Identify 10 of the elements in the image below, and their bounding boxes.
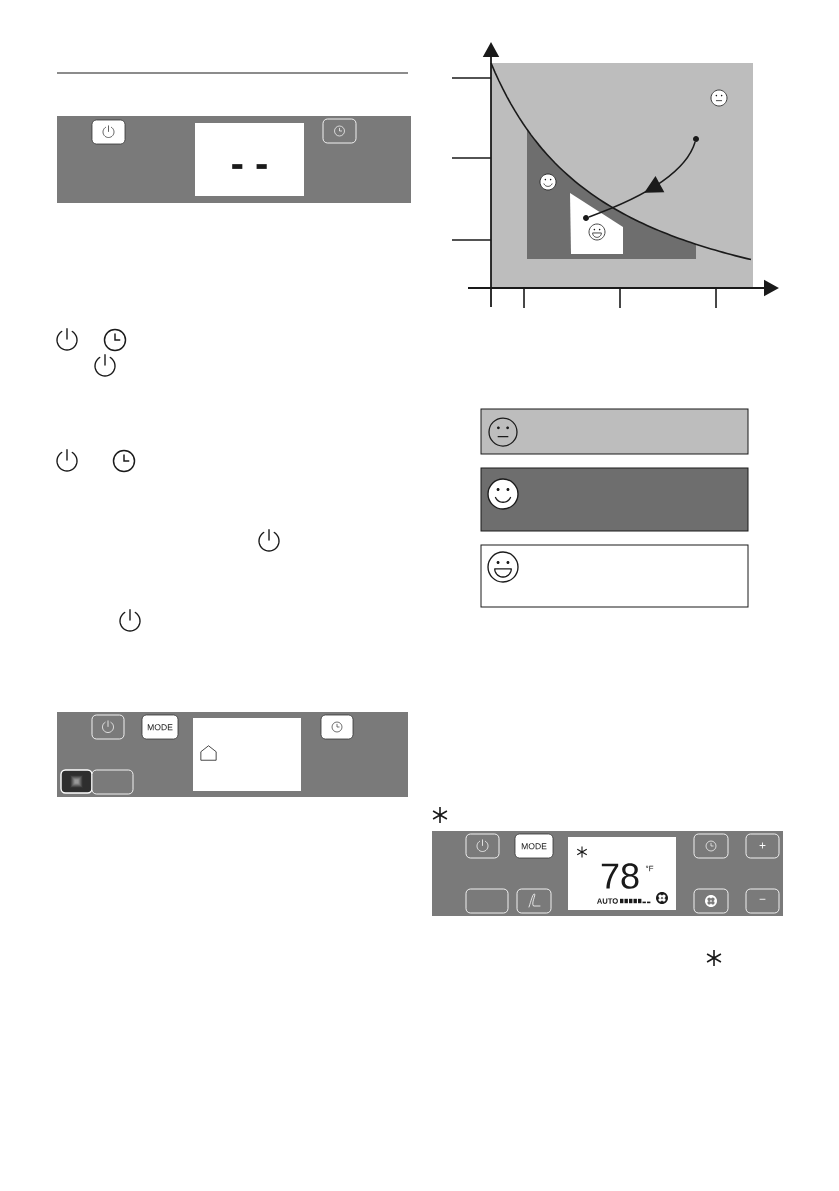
temperature-readout: 78 xyxy=(601,863,639,889)
plus-button: + xyxy=(745,833,780,859)
unit-label: °F xyxy=(645,865,654,872)
blank-button xyxy=(465,888,509,914)
minus-button: − xyxy=(745,888,780,914)
mode-button: MODE xyxy=(514,833,554,859)
blank-button xyxy=(91,769,134,795)
display-screen: - - xyxy=(195,123,304,196)
curved-arrow xyxy=(588,141,696,218)
mode-button: MODE xyxy=(141,714,179,740)
